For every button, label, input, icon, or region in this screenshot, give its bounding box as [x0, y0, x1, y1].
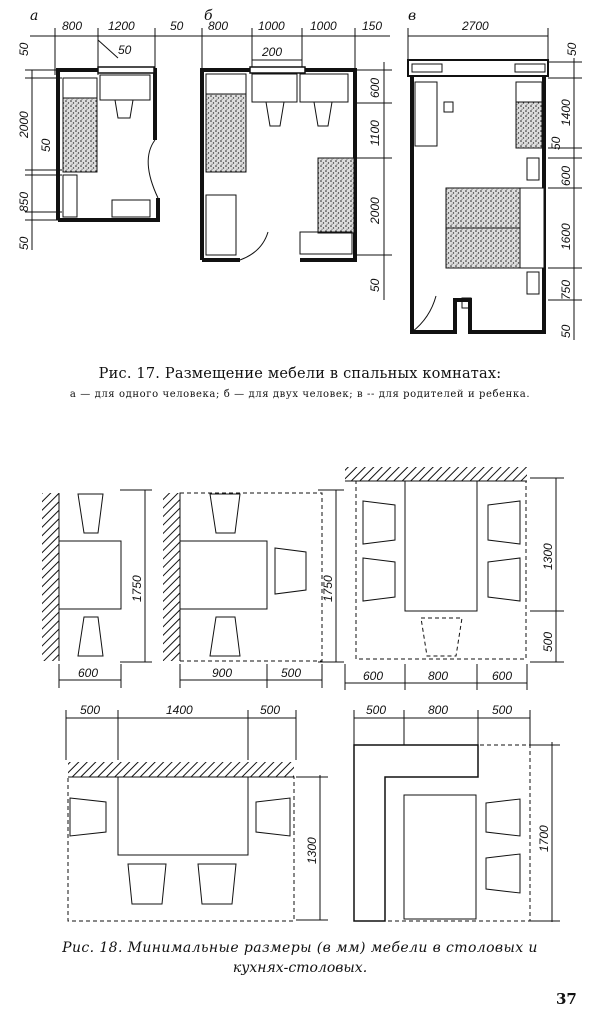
dim-d3-side-1: 1300: [541, 543, 555, 570]
dim-d5-side: 1700: [537, 825, 551, 852]
dim-b-side-4: 50: [368, 278, 382, 292]
dim-d4-top-1: 500: [80, 703, 100, 717]
dim-c-side-5: 1600: [559, 223, 573, 250]
dim-b-side-3: 2000: [368, 197, 382, 225]
dim-a-inner: 50: [118, 43, 132, 57]
dim-d5-top-1: 500: [366, 703, 386, 717]
dining-plan-4: [65, 710, 328, 922]
dim-d2-bottom-1: 900: [212, 666, 232, 680]
panel-c-label: в: [408, 8, 416, 24]
dim-a-top-2: 1200: [108, 19, 135, 33]
dim-d4-side: 1300: [305, 837, 319, 864]
dining-plan-3: [344, 467, 564, 690]
dim-a-side-5: 50: [17, 236, 31, 250]
dim-d3-bottom-3: 600: [492, 669, 512, 683]
dim-d3-side-2: 500: [541, 632, 555, 652]
dim-b-side-1: 600: [368, 78, 382, 98]
dining-plan-5: [353, 710, 560, 922]
dim-b-top-3: 1000: [310, 19, 337, 33]
dim-d1-bottom: 600: [78, 666, 98, 680]
panel-a-plan: [25, 28, 195, 250]
figure-18-caption: Рис. 18. Минимальные размеры (в мм) мебе…: [62, 940, 538, 956]
dim-c-side-7: 50: [559, 324, 573, 338]
dim-d2-side: 1750: [321, 575, 335, 602]
dim-a-side-2: 2000: [17, 111, 31, 139]
dim-a-side-4: 850: [17, 192, 31, 212]
dim-b-inner: 200: [261, 45, 282, 59]
panel-c-plan: [407, 28, 582, 340]
dim-c-side-6: 750: [559, 280, 573, 300]
dim-a-side-3: 50: [39, 138, 53, 152]
dim-d2-bottom-2: 500: [281, 666, 301, 680]
figure-17-caption: Рис. 17. Размещение мебели в спальных ко…: [98, 366, 502, 382]
panel-b-plan: [195, 28, 392, 300]
dim-c-top-1: 2700: [461, 19, 489, 33]
dim-d3-bottom-2: 800: [428, 669, 448, 683]
dim-d4-top-2: 1400: [166, 703, 193, 717]
dim-c-side-1: 50: [565, 42, 579, 56]
dim-d3-bottom-1: 600: [363, 669, 383, 683]
dining-plan-1: [42, 489, 152, 688]
dim-c-side-2: 1400: [559, 99, 573, 126]
dim-d5-top-2: 800: [428, 703, 448, 717]
dim-b-top-2: 1000: [258, 19, 285, 33]
dim-b-top-4: 150: [362, 19, 382, 33]
dim-d5-top-3: 500: [492, 703, 512, 717]
dim-c-side-3: 50: [549, 136, 563, 150]
panel-b-label: б: [204, 8, 213, 24]
figure-18-caption-line2: кухнях-столовых.: [232, 960, 368, 976]
dim-b-side-2: 1100: [368, 120, 382, 146]
dim-a-top-1: 800: [62, 19, 82, 33]
dim-d4-top-3: 500: [260, 703, 280, 717]
dim-a-side-1: 50: [17, 42, 31, 56]
dim-c-side-4: 600: [559, 166, 573, 186]
figure-17-subcaption: а — для одного человека; б — для двух че…: [69, 389, 531, 400]
dining-plan-2: [163, 489, 344, 688]
dim-d1-side: 1750: [130, 575, 144, 602]
page-number: 37: [556, 990, 577, 1008]
dim-a-top-3: 50: [170, 19, 184, 33]
dim-b-top-1: 800: [208, 19, 228, 33]
panel-a-label: а: [30, 8, 38, 24]
